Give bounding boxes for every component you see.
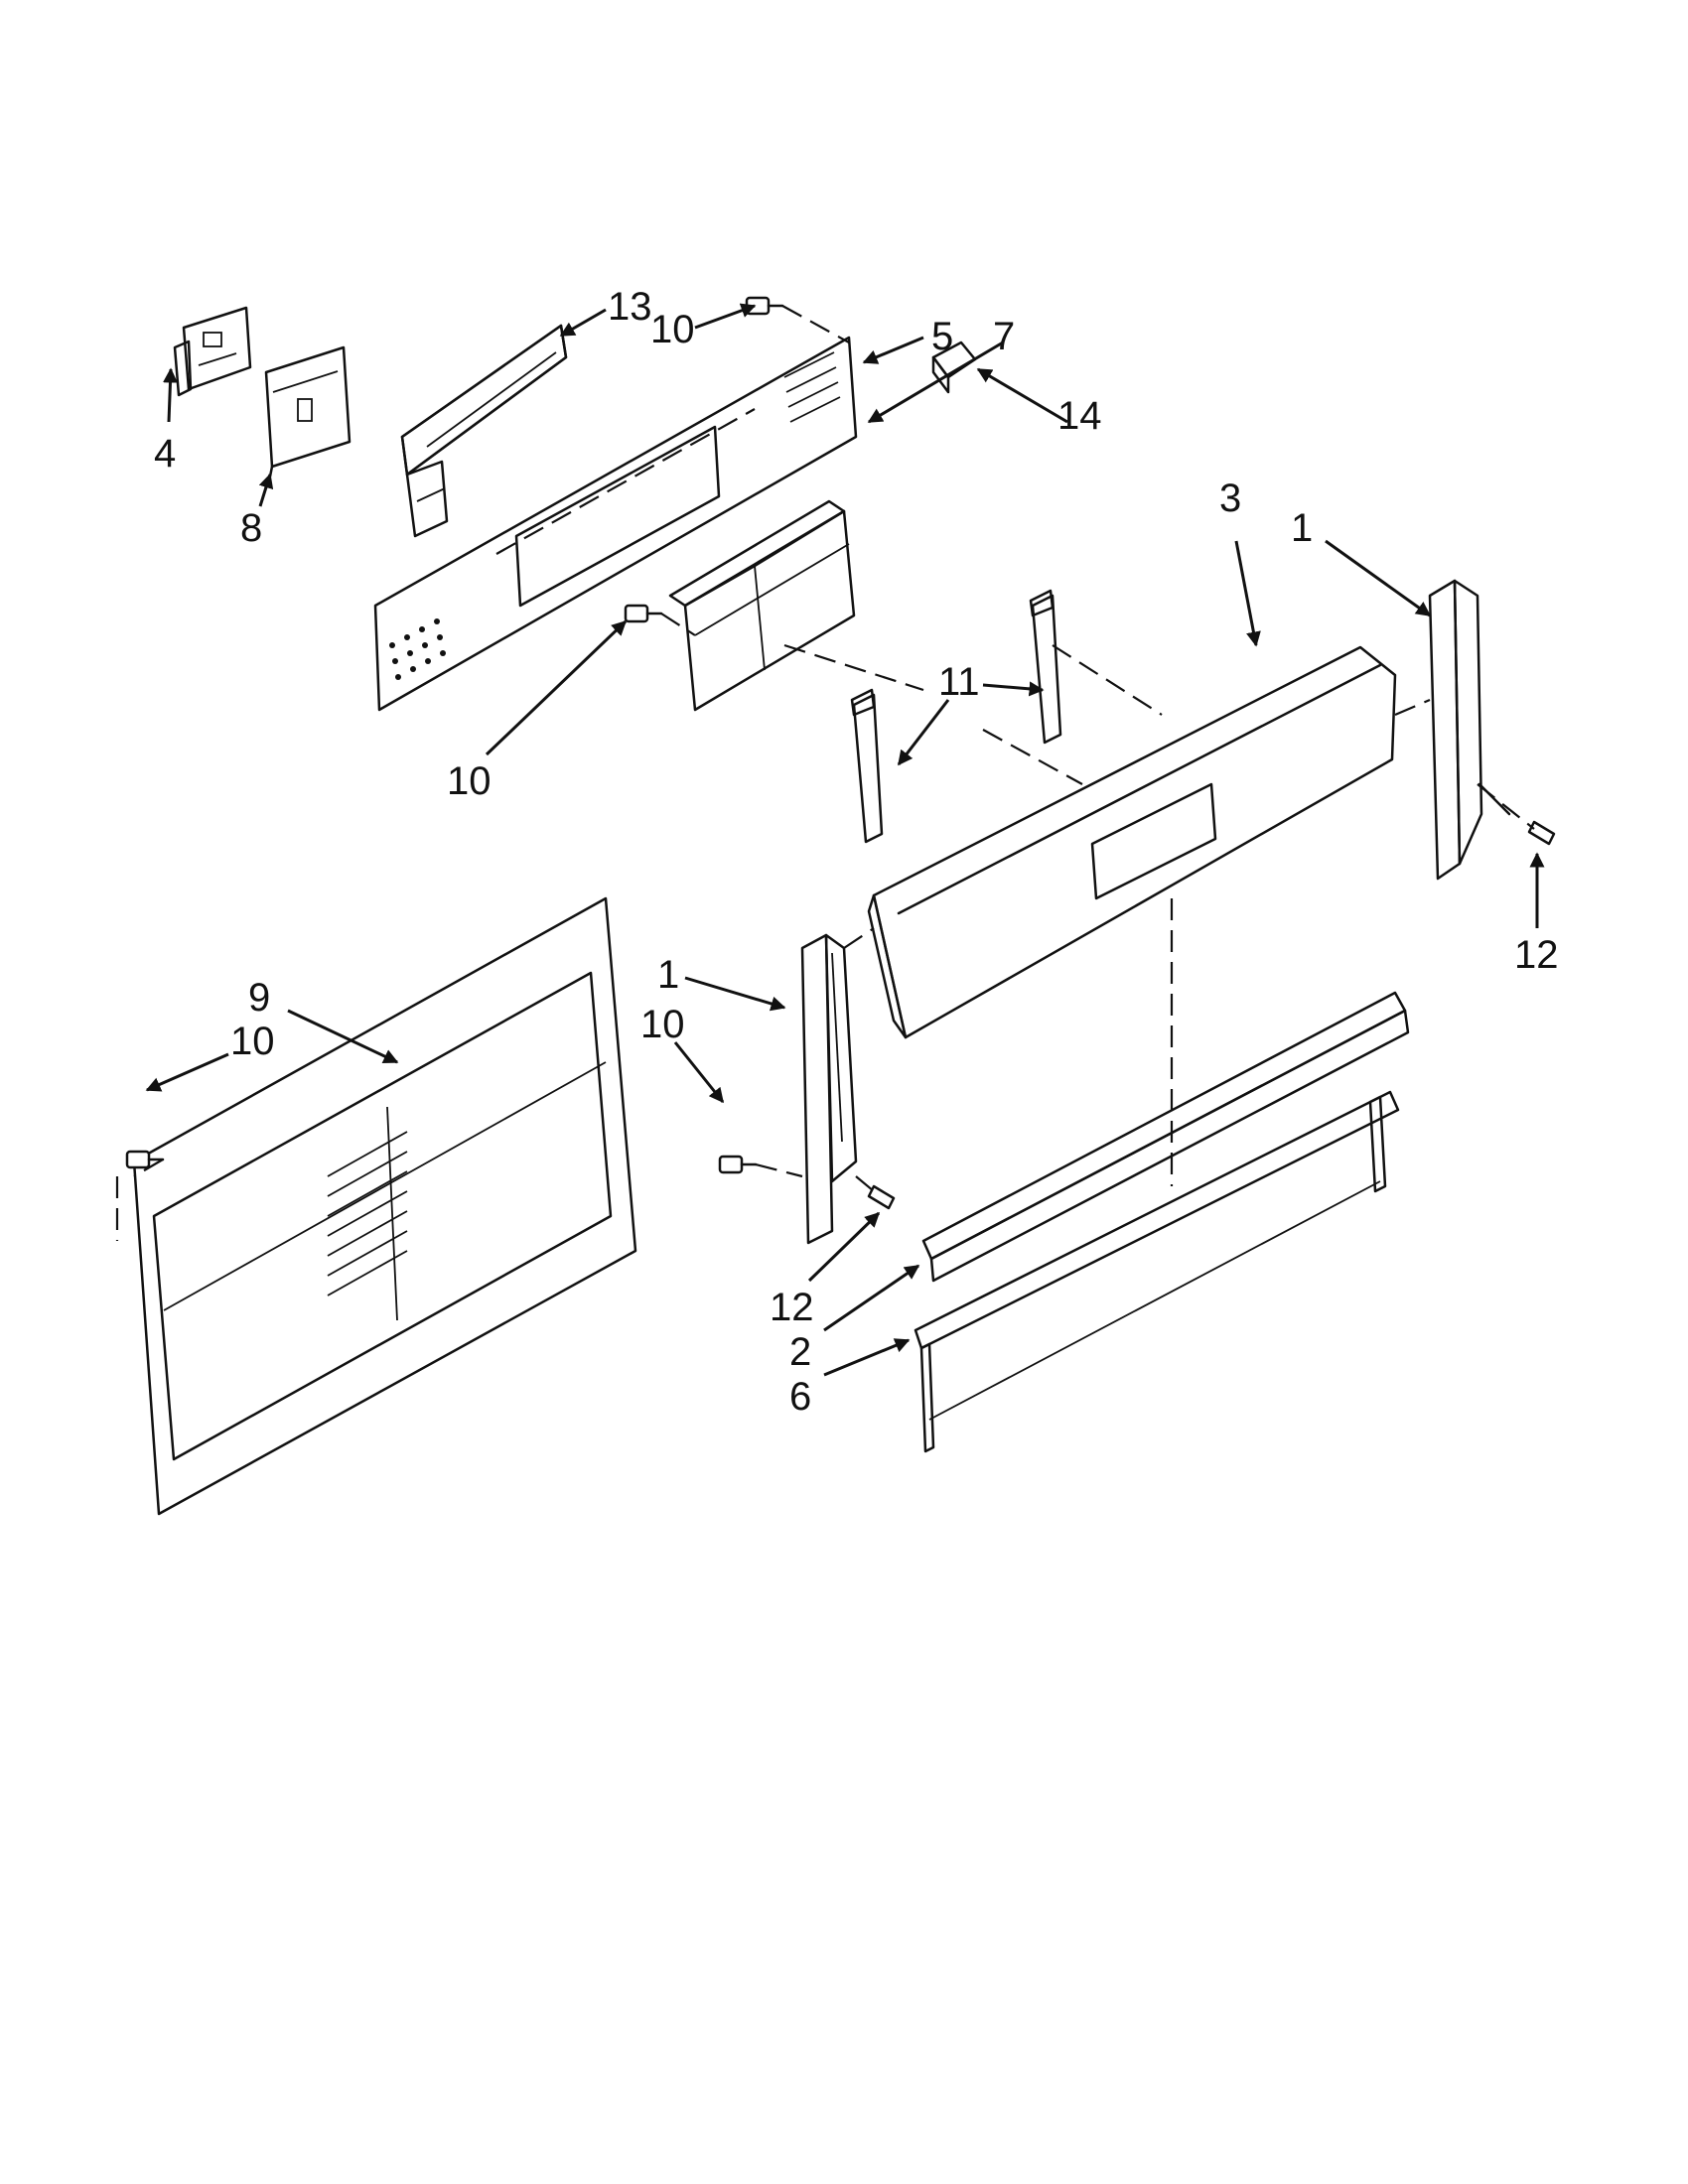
callout-4: 4 [154,432,176,476]
callout-10-left: 10 [230,1020,275,1063]
part-10-screw-center [718,1155,758,1174]
assembly-lines [115,305,1535,1241]
leader-arrows [145,303,1545,1377]
part-11-clip-left [850,688,884,844]
callout-3: 3 [1219,477,1241,520]
part-10-screw-mid [624,604,663,623]
part-6-support-frame [914,1090,1400,1453]
callout-1-right: 1 [1291,506,1313,550]
callout-10-top: 10 [650,308,695,351]
part-1-end-cap-right [1428,579,1511,881]
part-4-control-board [173,306,252,397]
callout-7: 7 [993,315,1015,358]
callout-5: 5 [931,315,953,358]
callout-11: 11 [938,660,980,704]
part-1-end-cap-left [800,933,858,1245]
part-10-screw-left [125,1150,165,1169]
part-11-clip-right [1029,589,1062,745]
part-12-terminal-right [1527,820,1556,846]
callout-12-right: 12 [1514,933,1559,977]
callouts: 13 10 5 7 14 3 1 4 8 10 11 12 9 10 1 10 … [154,285,1559,1419]
part-7-control-housing [668,499,856,712]
part-8-bracket-plate [264,345,352,478]
callout-10-mid: 10 [447,759,492,803]
part-9-rear-cover [132,896,637,1516]
callout-14: 14 [1057,394,1102,438]
part-13-mounting-bracket [400,324,568,538]
callout-8: 8 [240,506,262,550]
callout-12-left: 12 [770,1286,814,1329]
callout-6: 6 [789,1375,811,1419]
part-3-control-console [867,645,1397,1039]
callout-13: 13 [608,285,652,329]
callout-10-center: 10 [640,1003,685,1046]
vent-dot-grid [389,618,446,680]
callout-2: 2 [789,1330,811,1374]
callout-1-left: 1 [657,953,679,997]
part-2-trim-strip [921,991,1410,1283]
part-12-terminal-left [867,1184,896,1210]
part-5-rear-panel [373,336,858,712]
callout-9: 9 [248,976,270,1020]
